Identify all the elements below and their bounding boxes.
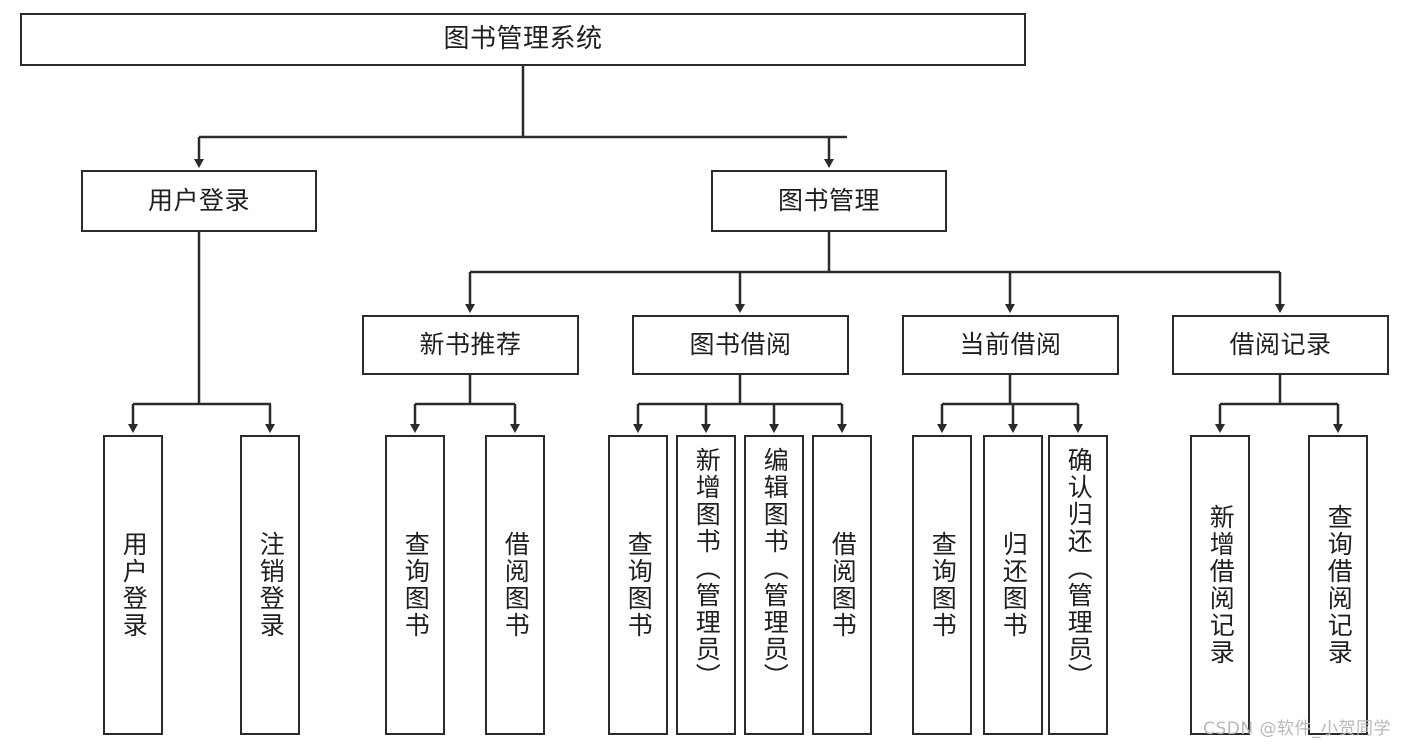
node-leaf-add-book-admin-label: 新增图书（管理员） xyxy=(692,447,722,690)
node-current-borrow-label: 当前借阅 xyxy=(959,330,1062,360)
node-leaf-confirm-return-admin-label: 确认归还（管理员） xyxy=(1064,447,1094,690)
node-leaf-add-borrow-record-label: 新增借阅记录 xyxy=(1206,504,1236,666)
node-leaf-logout[interactable]: 注销登录 xyxy=(240,435,300,735)
node-book-borrow[interactable]: 图书借阅 xyxy=(632,315,849,375)
node-borrow-record-label: 借阅记录 xyxy=(1229,330,1332,360)
node-book-manage[interactable]: 图书管理 xyxy=(711,170,947,232)
node-leaf-borrow-book-2[interactable]: 借阅图书 xyxy=(812,435,872,735)
node-leaf-add-borrow-record[interactable]: 新增借阅记录 xyxy=(1190,435,1250,735)
node-leaf-user-login[interactable]: 用户登录 xyxy=(103,435,163,735)
node-book-borrow-label: 图书借阅 xyxy=(689,330,792,360)
node-leaf-return-book[interactable]: 归还图书 xyxy=(983,435,1043,735)
node-current-borrow[interactable]: 当前借阅 xyxy=(902,315,1119,375)
node-user-login-label: 用户登录 xyxy=(147,186,250,216)
node-leaf-user-login-label: 用户登录 xyxy=(119,531,149,639)
node-leaf-borrow-book-1[interactable]: 借阅图书 xyxy=(485,435,545,735)
node-new-book-recommend-label: 新书推荐 xyxy=(419,330,522,360)
node-book-manage-label: 图书管理 xyxy=(777,186,880,216)
node-leaf-query-book-3[interactable]: 查询图书 xyxy=(912,435,972,735)
node-leaf-add-book-admin[interactable]: 新增图书（管理员） xyxy=(676,435,736,735)
node-root[interactable]: 图书管理系统 xyxy=(20,13,1026,66)
node-user-login[interactable]: 用户登录 xyxy=(81,170,317,232)
node-leaf-query-book-1-label: 查询图书 xyxy=(401,531,431,639)
node-leaf-borrow-book-1-label: 借阅图书 xyxy=(501,531,531,639)
node-leaf-borrow-book-2-label: 借阅图书 xyxy=(828,531,858,639)
node-leaf-query-book-2[interactable]: 查询图书 xyxy=(608,435,668,735)
watermark: CSDN @软件_小贺同学 xyxy=(1203,719,1391,739)
node-root-label: 图书管理系统 xyxy=(443,24,603,55)
node-leaf-edit-book-admin-label: 编辑图书（管理员） xyxy=(760,447,790,690)
node-leaf-query-borrow-record-label: 查询借阅记录 xyxy=(1324,504,1354,666)
node-leaf-confirm-return-admin[interactable]: 确认归还（管理员） xyxy=(1048,435,1108,735)
node-new-book-recommend[interactable]: 新书推荐 xyxy=(362,315,579,375)
node-leaf-query-borrow-record[interactable]: 查询借阅记录 xyxy=(1308,435,1368,735)
node-leaf-query-book-3-label: 查询图书 xyxy=(928,531,958,639)
node-leaf-return-book-label: 归还图书 xyxy=(999,531,1029,639)
node-borrow-record[interactable]: 借阅记录 xyxy=(1172,315,1389,375)
node-leaf-edit-book-admin[interactable]: 编辑图书（管理员） xyxy=(744,435,804,735)
node-leaf-logout-label: 注销登录 xyxy=(256,531,286,639)
node-leaf-query-book-1[interactable]: 查询图书 xyxy=(385,435,445,735)
node-leaf-query-book-2-label: 查询图书 xyxy=(624,531,654,639)
